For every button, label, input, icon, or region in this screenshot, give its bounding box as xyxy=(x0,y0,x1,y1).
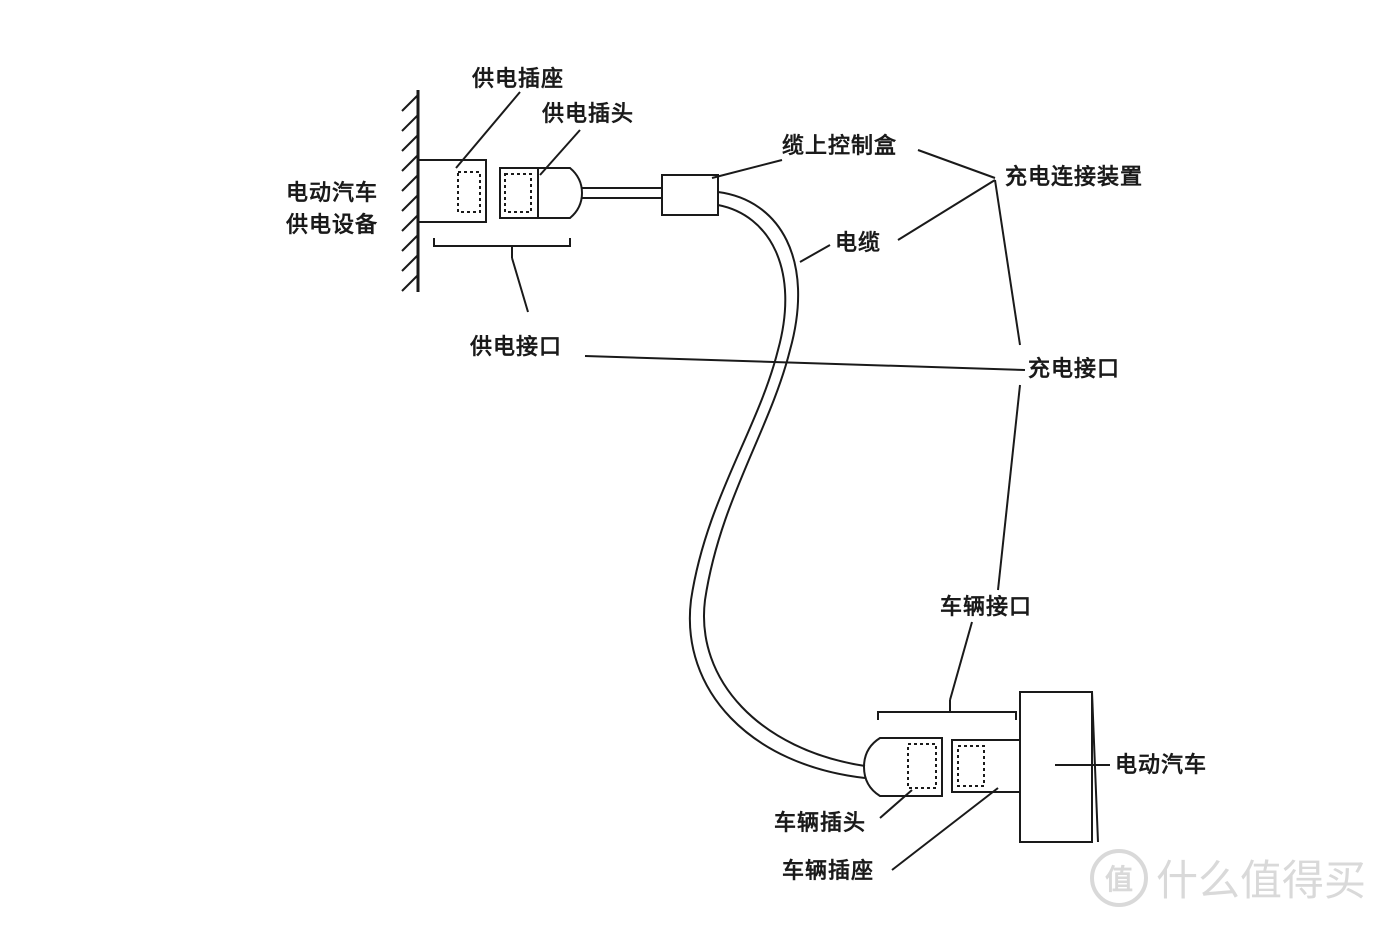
label-supply-interface: 供电接口 xyxy=(470,335,563,360)
leader-control-to-ccd xyxy=(917,149,996,179)
label-ev-supply-equipment-line1: 电动汽车 xyxy=(286,181,379,206)
watermark-text: 什么值得买 xyxy=(1155,856,1366,905)
leader-vehicle-plug xyxy=(879,789,913,819)
leader-ci-to-vi xyxy=(997,384,1021,591)
leader-supply-interface-brace xyxy=(511,257,529,313)
supply-plug-shape xyxy=(499,167,584,219)
label-vehicle-plug: 车辆插头 xyxy=(774,811,867,836)
label-cable: 电缆 xyxy=(835,231,882,256)
watermark: 值 什么值得买 xyxy=(1089,847,1366,908)
label-supply-socket: 供电插座 xyxy=(472,67,565,92)
wall-hatch xyxy=(401,94,419,292)
label-ev-supply-equipment-line2: 供电设备 xyxy=(286,213,379,238)
cable-outer xyxy=(703,191,866,767)
label-charging-connection-device: 充电连接装置 xyxy=(1005,165,1144,190)
label-vehicle-socket: 车辆插座 xyxy=(782,859,875,884)
vehicle-interface-brace xyxy=(877,700,1017,720)
leader-cable xyxy=(799,244,831,263)
label-vehicle-interface: 车辆接口 xyxy=(940,595,1033,620)
leader-cable-to-ccd xyxy=(897,179,996,241)
leader-supply-interface xyxy=(584,355,1026,371)
supply-interface-brace xyxy=(433,238,571,258)
vehicle-socket-shape xyxy=(951,739,1021,793)
label-supply-plug: 供电插头 xyxy=(542,102,635,127)
leader-supply-plug xyxy=(539,129,581,176)
vehicle-plug-shape xyxy=(862,737,943,797)
label-electric-vehicle: 电动汽车 xyxy=(1115,753,1208,778)
control-box-shape xyxy=(661,174,719,216)
label-in-cable-control-box: 缆上控制盒 xyxy=(782,134,898,159)
label-charging-interface: 充电接口 xyxy=(1028,357,1121,382)
leader-ccd-to-ci xyxy=(994,179,1021,346)
vehicle-body-shape xyxy=(1019,691,1093,843)
leader-control-box xyxy=(711,159,783,179)
supply-socket-shape xyxy=(417,159,487,223)
leader-vehicle-socket xyxy=(891,787,999,871)
leader-vehicle-interface-brace xyxy=(949,621,973,701)
leader-supply-socket xyxy=(455,91,521,169)
watermark-logo-icon: 值 xyxy=(1089,848,1148,907)
cable-inner xyxy=(688,204,866,779)
